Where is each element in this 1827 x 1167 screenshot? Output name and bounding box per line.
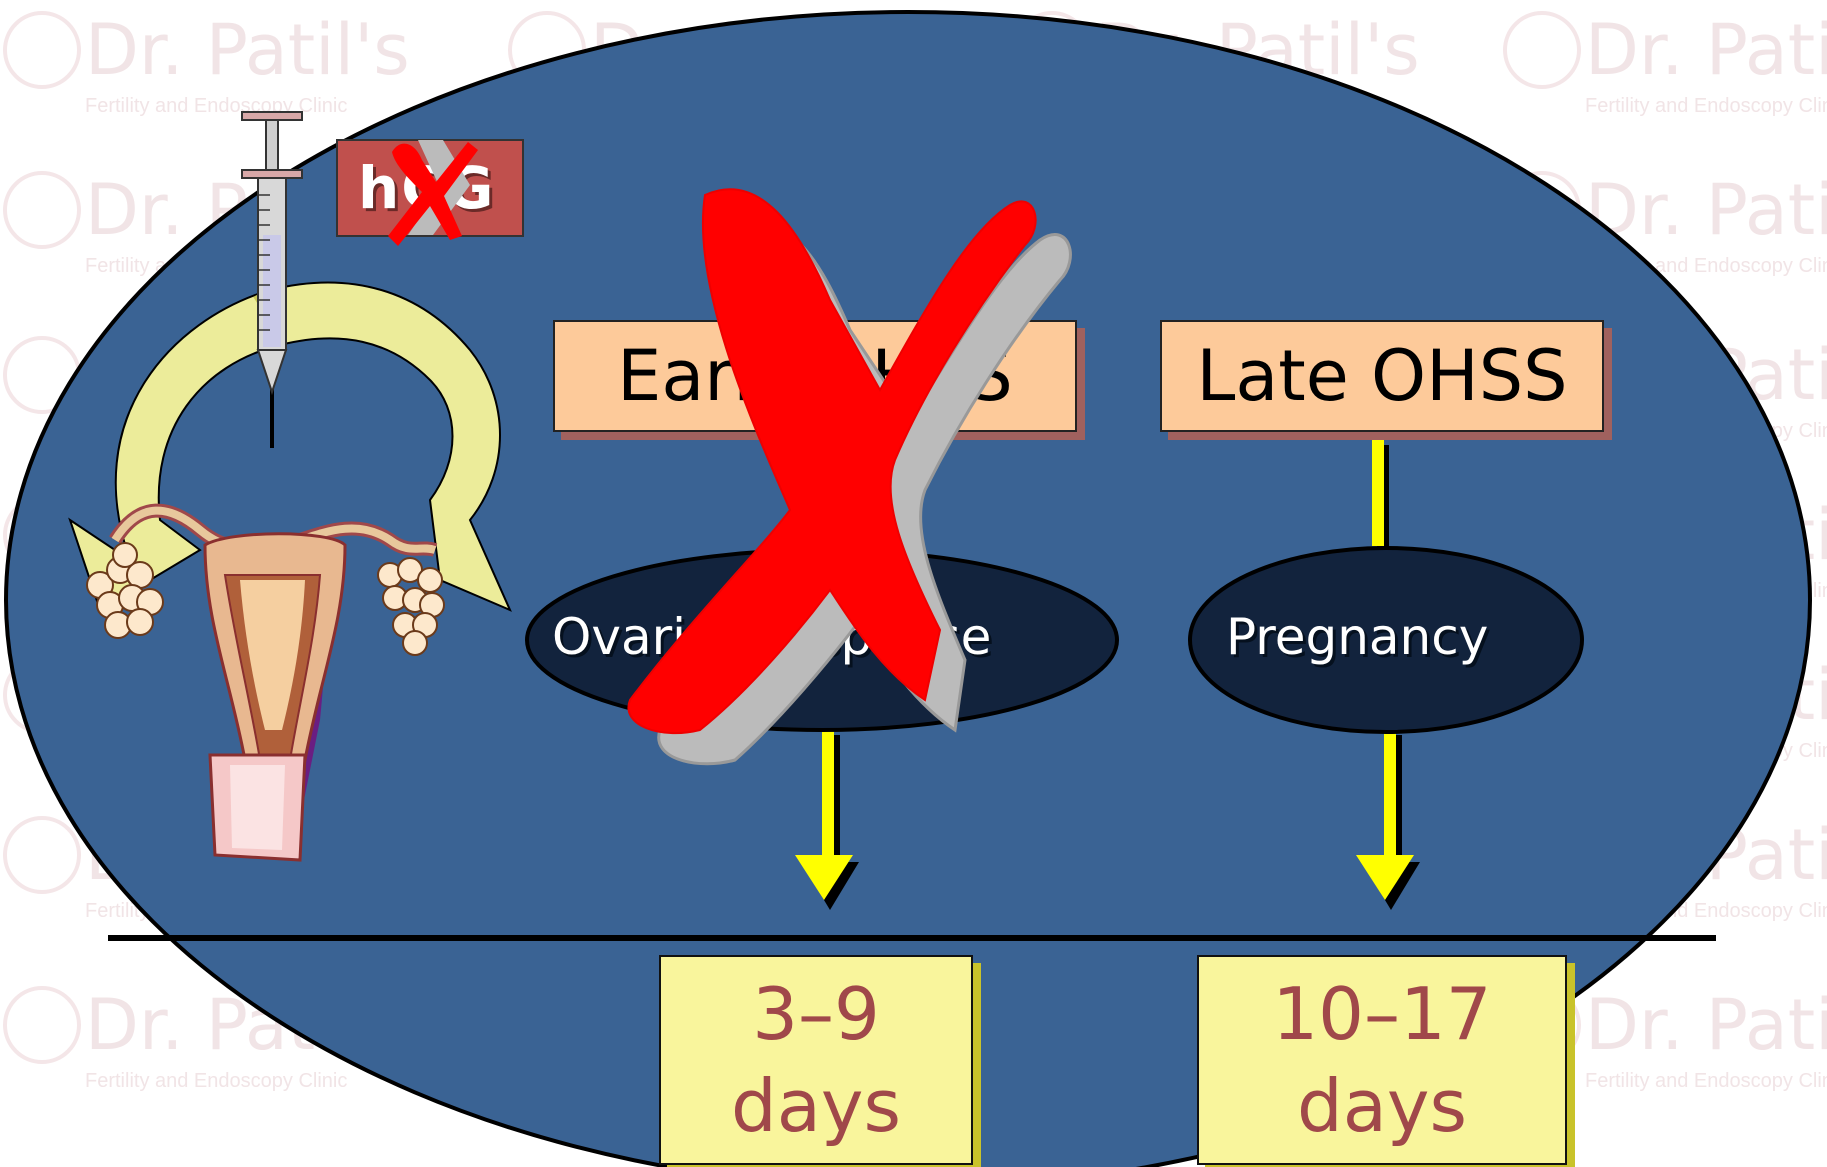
hcg-cross-icon <box>388 140 478 246</box>
big-cross-icon <box>628 189 1070 764</box>
